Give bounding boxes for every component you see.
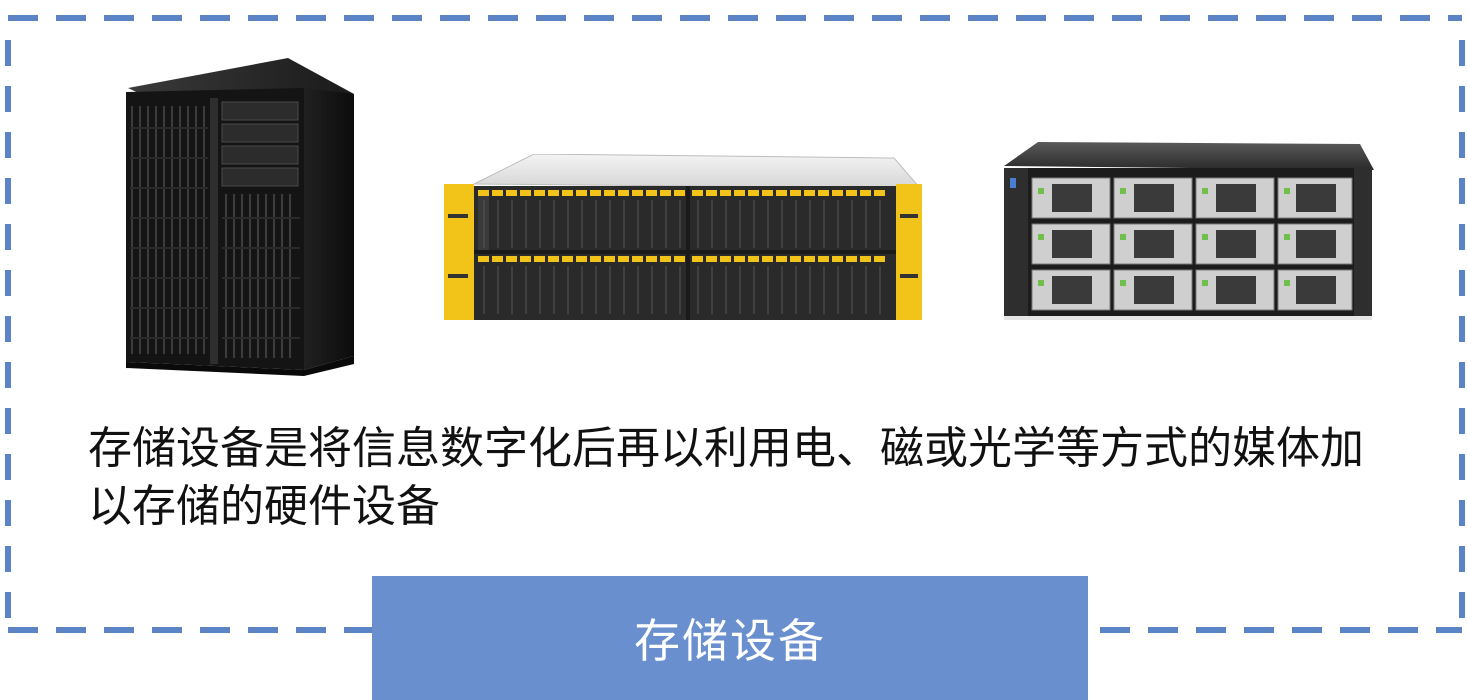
storage-device-label: 存储设备 [634, 614, 826, 668]
yellow-rack-disk-array-image [444, 154, 922, 320]
description-text: 存储设备是将信息数字化后再以利用电、磁或光学等方式的媒体加以存储的硬件设备 [88, 423, 1364, 532]
tower-storage-server-image [126, 58, 354, 376]
storage-device-label-box: 存储设备 [372, 576, 1088, 700]
rack-storage-server-image [1004, 142, 1374, 320]
